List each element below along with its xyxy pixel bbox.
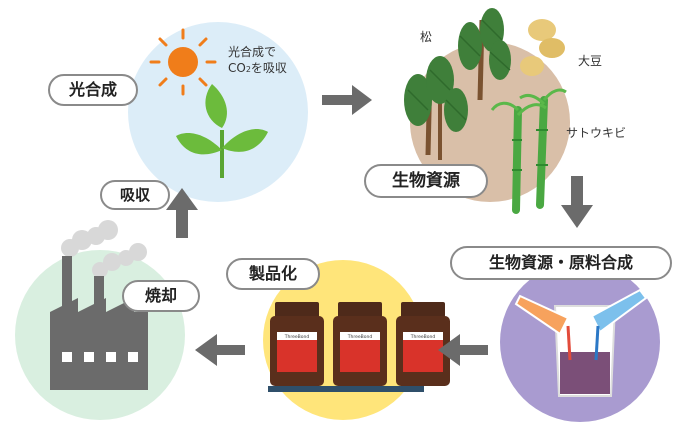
bottle-icon <box>270 302 324 386</box>
arrow-right-icon <box>322 85 372 115</box>
bottle-icon <box>333 302 387 386</box>
absorb-text: を吸収 <box>250 61 287 75</box>
sugarcane-icon <box>490 88 567 214</box>
arrow-up-icon <box>166 188 198 238</box>
bottle-brand-label: ThreeBond <box>410 334 436 340</box>
product-label: 製品化 <box>226 258 320 290</box>
photosynthesis-note: 光合成で CO2を吸収 <box>228 44 287 78</box>
arrow-left-icon <box>195 334 245 366</box>
sun-icon <box>149 28 217 96</box>
bottle-brand-label: ThreeBond <box>284 334 310 340</box>
pine-label: 松 <box>420 30 433 44</box>
product-bottles <box>268 302 450 392</box>
soybean-label: 大豆 <box>578 54 603 68</box>
factory-icon <box>50 220 148 390</box>
bottle-brand-label: ThreeBond <box>347 334 373 340</box>
bottle-icon <box>396 302 450 386</box>
photosynthesis-label: 光合成 <box>48 74 138 106</box>
arrow-left-icon <box>438 334 488 366</box>
co2-subscript: 2 <box>245 65 251 74</box>
absorb-label: 吸収 <box>100 180 170 210</box>
sprout-icon <box>176 84 268 178</box>
co2-text: CO <box>228 61 246 75</box>
biomass-label: 生物資源 <box>364 164 488 198</box>
synthesis-label: 生物資源・原料合成 <box>450 246 672 280</box>
beaker-icon <box>514 288 648 397</box>
sugarcane-label: サトウキビ <box>566 126 627 140</box>
pine-tree-icon <box>404 56 468 160</box>
pine-tree-icon <box>458 8 511 101</box>
soybean-icon <box>520 19 565 76</box>
arrow-down-icon <box>561 176 593 228</box>
photosynthesis-note-line2: CO2を吸収 <box>228 60 287 78</box>
photosynthesis-note-line1: 光合成で <box>228 45 277 59</box>
incinerate-label: 焼却 <box>122 280 200 312</box>
